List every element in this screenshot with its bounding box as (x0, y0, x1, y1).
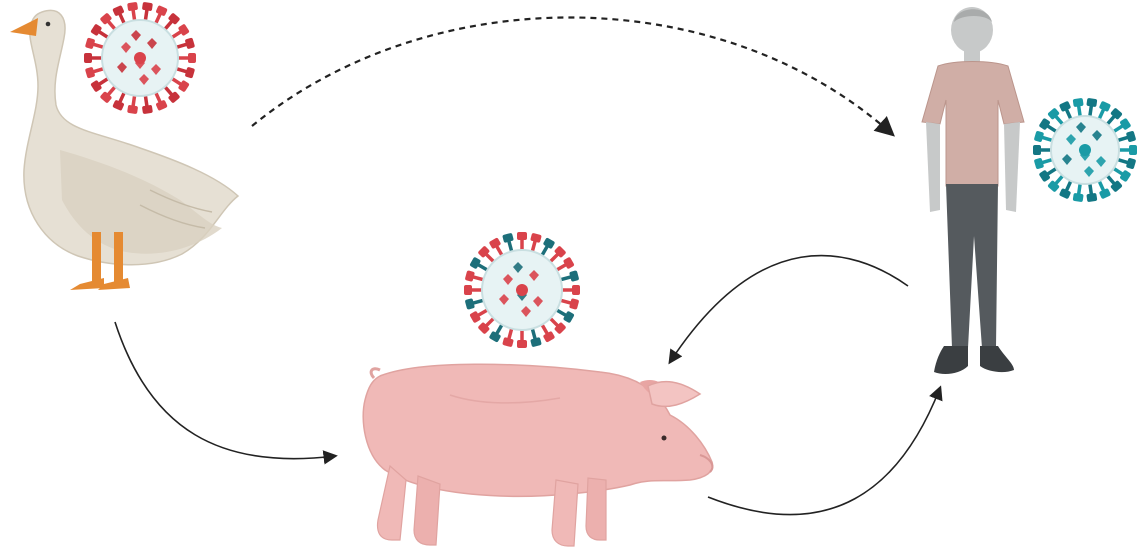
human-virus-icon (1033, 98, 1137, 202)
edge-goose-to-human (252, 17, 892, 134)
avian-virus-icon (84, 2, 196, 114)
reassortant-virus-icon (464, 232, 580, 348)
edge-human-to-pig (670, 256, 908, 362)
human-icon (922, 7, 1024, 374)
pig-icon (363, 364, 712, 546)
edge-pig-to-human (708, 388, 940, 515)
edge-goose-to-pig (115, 322, 335, 459)
